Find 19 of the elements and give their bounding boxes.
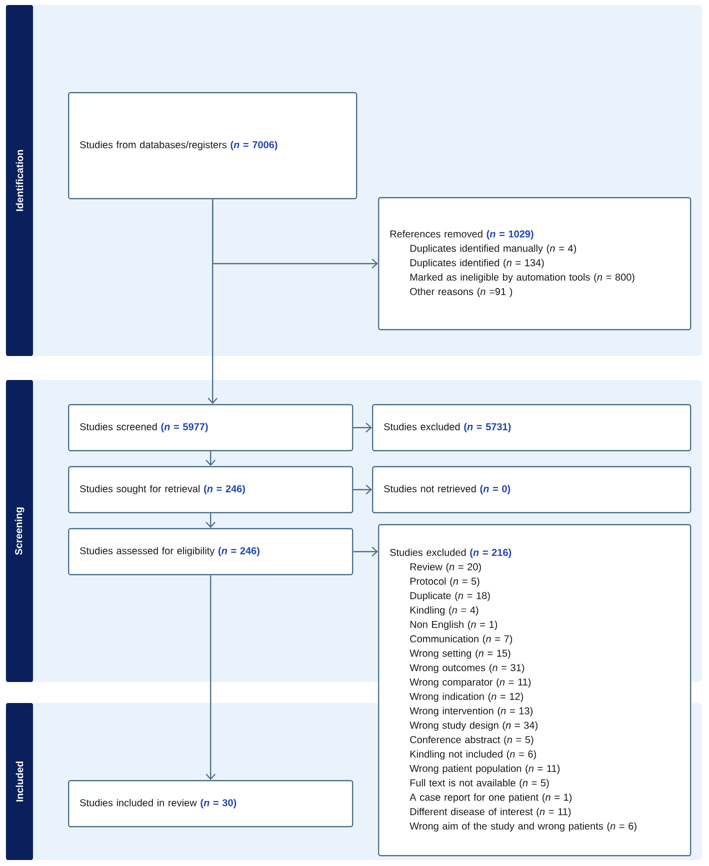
phase-bar: Screening xyxy=(6,380,33,682)
list-box: References removed (n = 1029) Duplicates identified manually (n = 4) Duplicates identified (n = 134) Marked as ineligible by automation tools (n = 800) Other reasons (n =91 ) xyxy=(378,197,692,330)
arrow xyxy=(353,484,372,495)
phase-bar: Included xyxy=(6,703,33,860)
process-box: Studies sought for retrieval (n = 246) xyxy=(68,466,354,514)
process-box: Studies screened (n = 5977) xyxy=(68,404,354,452)
process-box: Studies included in review (n = 30) xyxy=(68,780,354,828)
process-box: Studies assessed for eligibility (n = 246) xyxy=(68,528,354,576)
arrow xyxy=(353,422,372,433)
phase-bar: Identification xyxy=(6,5,33,356)
arrow xyxy=(212,199,378,269)
arrow xyxy=(206,575,216,780)
arrow xyxy=(206,513,216,528)
process-box: Studies not retrieved (n = 0) xyxy=(372,466,692,514)
list-box: Studies excluded (n = 216) Review (n = 20) Protocol (n = 5) Duplicate (n = 18) Kindling (n = 4) Non English (n = 1) Communication (n = 7) Wrong setting (n = 15) Wrong outcomes (n = 31) Wrong comparator (n = 11) Wrong indication (n = 12) Wrong intervention (n = 13) Wrong study design (n = 34) Conference abstract (n = 5) Kindling not included (n = 6) Wrong patient population (n = 11) Full text is not available (n = 5) A case report for one patient (n = 1) Different disease of interest (n = 11) Wrong aim of the study and wrong patients (n = 6) xyxy=(378,524,692,856)
process-box: Studies from databases/registers (n = 7006) xyxy=(68,92,358,200)
arrow xyxy=(353,546,378,557)
process-box: Studies excluded (n = 5731) xyxy=(372,404,692,452)
arrow xyxy=(206,451,216,466)
